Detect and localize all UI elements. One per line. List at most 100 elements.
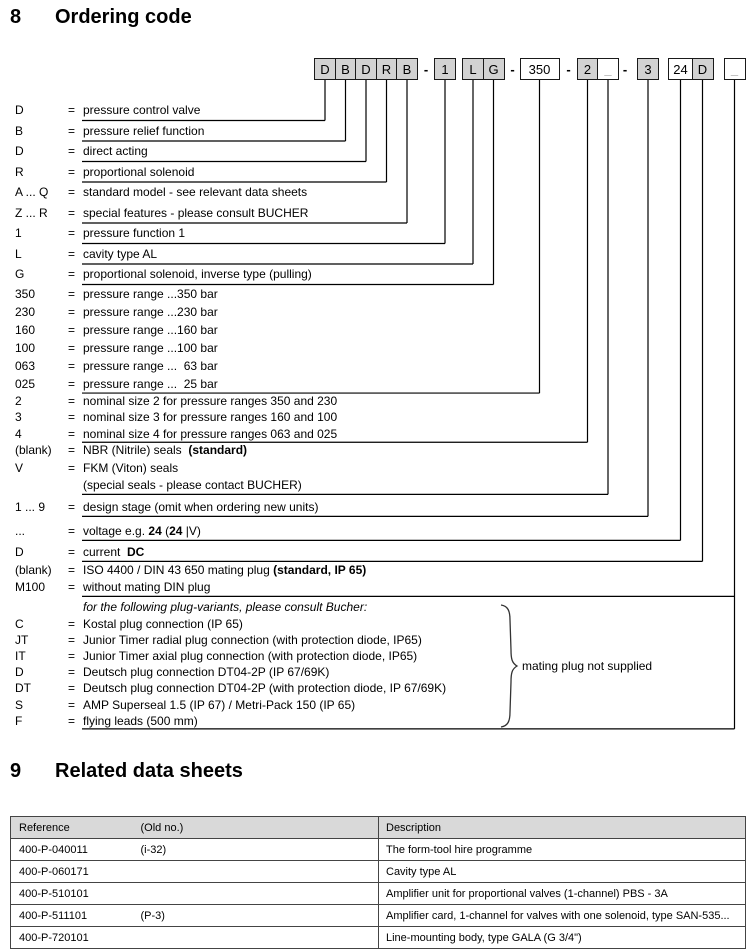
code-box-cell: 1 <box>434 58 456 80</box>
code-separator-dash: - <box>566 61 571 77</box>
description-segment: pressure range ...350 bar <box>83 286 218 301</box>
code-value: D <box>15 665 24 680</box>
section-8-title: Ordering code <box>55 6 192 28</box>
ordering-code-row: 3=nominal size 3 for pressure ranges 160… <box>15 409 555 425</box>
code-value: 063 <box>15 358 36 373</box>
section-9-number: 9 <box>10 760 22 782</box>
equals-sign: = <box>68 713 76 728</box>
code-description: standard model - see relevant data sheet… <box>83 182 307 203</box>
reference-cell: 400-P-040011 <box>10 838 141 861</box>
ordering-code-row: DT = Deutsch plug connection DT04-2P (with… <box>15 680 555 696</box>
equals-sign: = <box>68 358 76 373</box>
description-segment: current <box>83 545 128 560</box>
code-description: nominal size 2 for pressure ranges 350 a… <box>83 393 337 409</box>
ordering-code-row: D=current DC <box>15 544 555 561</box>
equals-sign: = <box>68 246 76 261</box>
code-description: nominal size 3 for pressure ranges 160 a… <box>83 409 337 425</box>
code-value: 230 <box>15 304 36 319</box>
equals-sign: = <box>68 340 76 355</box>
ordering-code-row: (blank)=NBR (Nitrile) seals (standard) <box>15 442 555 459</box>
ordering-code-row: B=pressure relief function <box>15 121 555 142</box>
equals-sign: = <box>68 185 76 199</box>
equals-sign: = <box>68 144 76 158</box>
ordering-code-row: IT=Junior Timer axial plug connection (w… <box>15 648 555 664</box>
code-value: 025 <box>15 376 36 391</box>
code-box-group: _ <box>723 58 746 80</box>
code-separator-dash: - <box>510 61 515 77</box>
code-box-cell: D <box>314 58 336 80</box>
equals-sign: = <box>68 580 76 595</box>
description-segment: special features - please consult BUCHER <box>83 205 309 220</box>
code-box-cell: D <box>355 58 377 80</box>
ordering-code-row: (special seals - please contact BUCHER) <box>15 477 555 494</box>
description-segment: FKM (Viton) seals <box>83 460 179 475</box>
description-segment: NBR (Nitrile) seals <box>83 443 189 458</box>
ordering-code-row: ...=voltage e.g. 24 (24 |V) <box>15 523 555 540</box>
code-description: pressure range ...230 bar <box>83 303 218 321</box>
code-box-cell: B <box>396 58 418 80</box>
code-description: (special seals - please contact BUCHER) <box>83 477 302 494</box>
code-description: proportional solenoid <box>83 162 194 183</box>
description-segment: (special seals - please contact BUCHER) <box>83 478 302 493</box>
description-segment: AMP Superseal 1.5 (IP 67) / Metri-Pack 1… <box>83 697 356 712</box>
description-segment: ( <box>161 524 170 539</box>
code-description: proportional solenoid, inverse type (pul… <box>83 264 312 285</box>
ordering-code-row: 100=pressure range ...100 bar <box>15 339 555 357</box>
ordering-code-row: 025=pressure range ... 25 bar <box>15 375 555 393</box>
ordering-code-row: D=pressure control valve <box>15 100 555 121</box>
code-value: L <box>15 246 22 261</box>
ordering-code-row: 1 ... 9=design stage (omit when ordering… <box>15 499 555 516</box>
ordering-code-row: L = cavity type AL <box>15 244 555 265</box>
code-value: (blank) <box>15 563 52 578</box>
equals-sign: = <box>68 500 76 515</box>
equals-sign: = <box>68 226 76 240</box>
reference-cell: 400-P-511101 <box>10 904 141 927</box>
old-no-cell <box>140 882 379 905</box>
equals-sign: = <box>68 267 76 281</box>
code-value: 350 <box>15 286 36 301</box>
code-box-cell: B <box>334 58 357 80</box>
code-box-group: 2_ <box>576 58 619 80</box>
code-description: cavity type AL <box>83 244 157 265</box>
section-9-heading: 9 Related data sheets <box>10 760 243 783</box>
description-cell: Amplifier card, 1-channel for valves wit… <box>378 904 746 927</box>
code-value: D <box>15 103 24 117</box>
equals-sign: = <box>68 103 76 117</box>
equals-sign: = <box>68 304 76 319</box>
code-value: 3 <box>15 410 22 425</box>
code-description: Junior Timer axial plug connection (with… <box>83 648 417 664</box>
code-description: current DC <box>83 544 144 561</box>
table-header-row: Reference(Old no.)Description <box>10 816 746 839</box>
code-value: 1 <box>15 226 22 240</box>
description-segment: Kostal plug connection (IP 65) <box>83 616 243 631</box>
code-value: DT <box>15 681 31 696</box>
ordering-code-row: G=proportional solenoid, inverse type (p… <box>15 264 555 285</box>
old-no-cell: (i-32) <box>140 838 379 861</box>
description-segment: pressure relief function <box>83 123 205 138</box>
code-box-cell: R <box>375 58 398 80</box>
ordering-code-row: 2=nominal size 2 for pressure ranges 350… <box>15 393 555 409</box>
code-description: for the following plug-variants, please … <box>83 599 367 615</box>
code-description: without mating DIN plug <box>83 579 210 596</box>
description-segment: pressure function 1 <box>83 226 186 240</box>
code-value: 4 <box>15 426 22 441</box>
ordering-code-row: 1 = pressure function 1 <box>15 223 555 244</box>
description-segment: Junior Timer radial plug connection (wit… <box>83 632 422 647</box>
description-segment: (standard, IP 65) <box>273 563 367 578</box>
table-body: 400-P-040011(i-32)The form-tool hire pro… <box>10 838 746 949</box>
equals-sign: = <box>68 648 76 663</box>
code-value: B <box>15 123 24 138</box>
code-value: S <box>15 697 24 712</box>
description-segment: for the following plug-variants, please … <box>83 600 368 615</box>
equals-sign: = <box>68 460 76 475</box>
description-segment: pressure range ...230 bar <box>83 304 218 319</box>
description-segment: design stage (omit when ordering new uni… <box>83 500 319 515</box>
description-cell: The form-tool hire programme <box>378 838 746 861</box>
description-segment: Deutsch plug connection DT04-2P (with pr… <box>83 681 447 696</box>
equals-sign: = <box>68 681 76 696</box>
code-box-cell: G <box>482 58 505 80</box>
ordering-code-row: for the following plug-variants, please … <box>15 599 555 615</box>
